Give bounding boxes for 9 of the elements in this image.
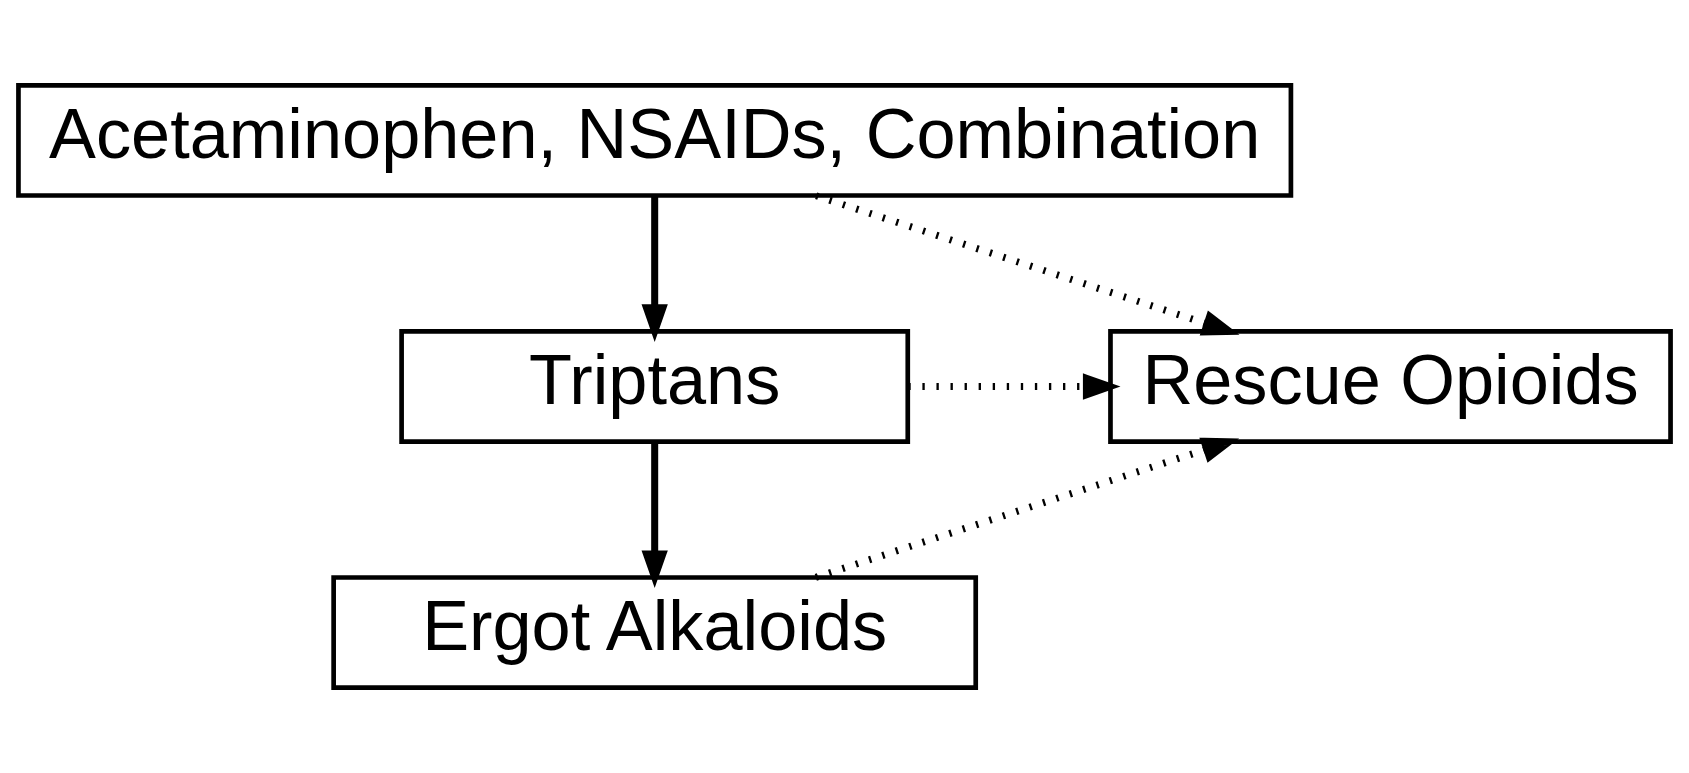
arrow <box>814 437 1240 581</box>
arrow <box>908 373 1121 400</box>
arrow <box>815 192 1240 336</box>
arrow <box>641 195 668 342</box>
arrow <box>641 441 668 588</box>
node-box: Triptans <box>399 329 911 444</box>
node-box: Ergot Alkaloids <box>331 575 979 690</box>
node-box: Acetaminophen, NSAIDs, Combination <box>16 83 1294 198</box>
node-box: Rescue Opioids <box>1108 329 1673 444</box>
